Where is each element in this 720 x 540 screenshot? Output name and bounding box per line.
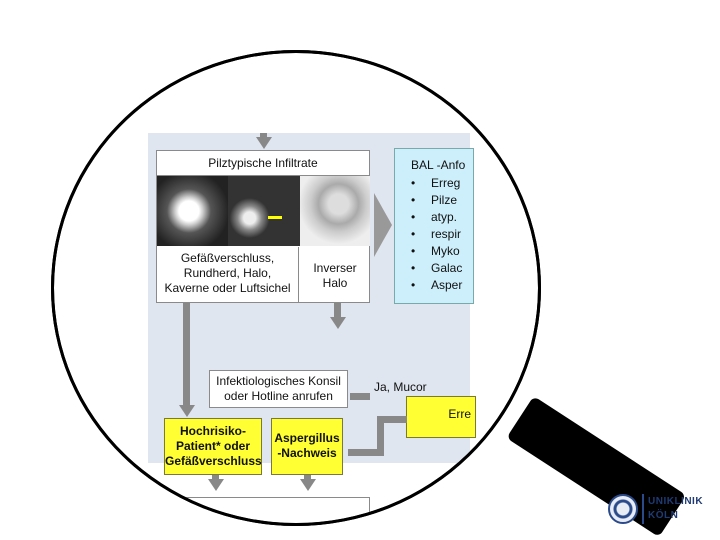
bal-item: •Pilze [411, 193, 458, 207]
bal-item: •Asper [411, 278, 463, 292]
seal-icon [608, 494, 638, 524]
top-arrow-shaft [260, 133, 267, 139]
ct-image-2 [228, 176, 300, 246]
konsil-text: Infektiologisches Konsil oder Hotline an… [216, 374, 341, 403]
bal-heading: BAL -Anfo [411, 158, 466, 172]
ct-image-3 [300, 176, 370, 246]
uniklinik-logo: UNIKLINIK KÖLN [606, 492, 716, 528]
connector-to-konsil [350, 393, 370, 400]
bal-item: •Erreg [411, 176, 461, 190]
bottom-box [164, 497, 370, 523]
infiltrate-box: Pilztypische Infiltrate Gefäßverschluss,… [156, 150, 370, 303]
konsil-box: Infektiologisches Konsil oder Hotline an… [209, 370, 348, 408]
middle-down-arrow-shaft [334, 303, 341, 317]
infiltrate-title: Pilztypische Infiltrate [157, 151, 369, 176]
connector-to-aspergillus [348, 449, 384, 456]
bal-item: •Myko [411, 244, 460, 258]
bal-item: •atyp. [411, 210, 458, 224]
logo-line1: UNIKLINIK [648, 496, 704, 507]
left-down-arrow-head [179, 405, 195, 417]
right-arrow-to-bal [374, 193, 392, 257]
bal-list: •Erreg •Pilze •atyp. •respir •Myko •Gala… [411, 175, 462, 294]
ja-mucor-label: Ja, Mucor [374, 380, 427, 394]
connector-erre [383, 416, 407, 423]
hochrisiko-text: Hochrisiko-Patient* oder Gefäßverschluss [165, 424, 262, 468]
logo-line2: KÖLN [648, 510, 679, 521]
aspergillus-box: Aspergillus -Nachweis [271, 418, 343, 475]
bottom-arrow-right-head [300, 479, 316, 491]
top-arrow-head [256, 137, 272, 149]
bottom-arrow-left-head [208, 479, 224, 491]
erre-text: Erre [448, 407, 471, 421]
erre-box: Erre [406, 396, 476, 438]
ct-image-1 [157, 176, 228, 246]
infiltrate-right-text: Inverser Halo [313, 261, 357, 290]
flowchart-panel: Pilztypische Infiltrate Gefäßverschluss,… [148, 133, 476, 523]
logo-divider [642, 494, 644, 524]
hochrisiko-box: Hochrisiko-Patient* oder Gefäßverschluss [164, 418, 262, 475]
connector-vertical [377, 416, 384, 456]
aspergillus-text: Aspergillus -Nachweis [274, 431, 340, 460]
magnifier-lens: Pilztypische Infiltrate Gefäßverschluss,… [51, 50, 541, 526]
bal-item: •respir [411, 227, 462, 241]
middle-down-arrow-head [330, 317, 346, 329]
infiltrate-left-text: Gefäßverschluss, Rundherd, Halo, Kaverne… [157, 247, 299, 303]
bal-item: •Galac [411, 261, 463, 275]
ct-arrow-icon [268, 216, 282, 219]
left-down-arrow-shaft [183, 303, 190, 405]
bal-box: BAL -Anfo •Erreg •Pilze •atyp. •respir •… [394, 148, 474, 304]
